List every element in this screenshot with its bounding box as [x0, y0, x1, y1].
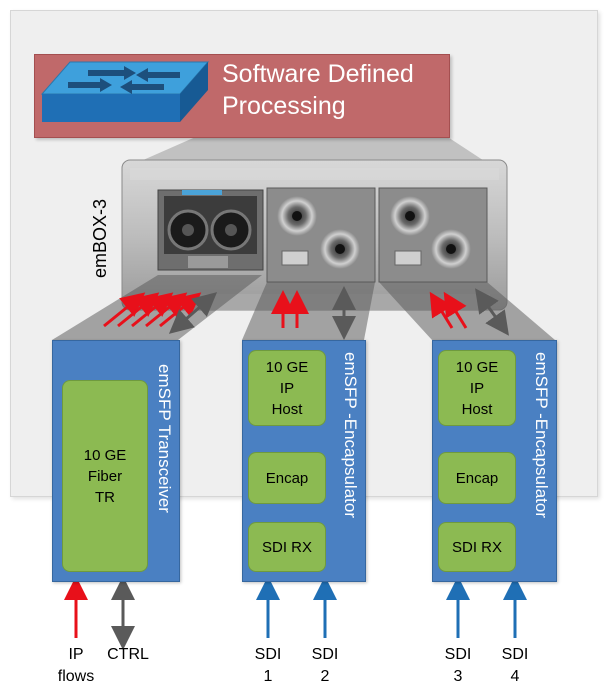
- fiber-tr-line-2: Fiber: [87, 467, 123, 485]
- sdi1-line-2: 1: [263, 668, 273, 685]
- sdi-rx-block-1: SDI RX: [248, 522, 326, 572]
- ip-host-1-line-2: IP: [279, 379, 295, 397]
- sdi3-line-2: 3: [453, 668, 463, 685]
- network-switch-icon: [40, 61, 210, 122]
- banner-title-line-1: Software Defined: [222, 60, 414, 88]
- sdi3-label: SDI 3: [438, 644, 478, 688]
- encap-block-2: Encap: [438, 452, 516, 504]
- ip-flows-line-1: IP: [68, 646, 84, 663]
- module-encapsulator-2-label: emSFP -Encapsulator: [532, 352, 551, 518]
- encap-block-1: Encap: [248, 452, 326, 504]
- ip-host-1-line-1: 10 GE: [265, 358, 309, 376]
- ctrl-arrow-3: [475, 288, 509, 336]
- ip-host-2-line-3: Host: [461, 400, 493, 418]
- ip-flows-line-2: flows: [57, 668, 95, 685]
- sdi-rx-block-2: SDI RX: [438, 522, 516, 572]
- banner-title-line-2: Processing: [222, 92, 346, 120]
- funnel-module-3: [379, 282, 555, 340]
- ip-host-2-line-2: IP: [469, 379, 485, 397]
- fiber-tr-line-1: 10 GE: [83, 446, 127, 464]
- module-transceiver-label: emSFP Transceiver: [155, 364, 174, 513]
- ctrl-label: CTRL: [107, 646, 149, 663]
- sdi4-line-2: 4: [510, 668, 520, 685]
- header-strip: [0, 0, 606, 10]
- sdi4-line-1: SDI: [501, 646, 529, 663]
- sdi4-label: SDI 4: [495, 644, 535, 688]
- ip-host-2-line-1: 10 GE: [455, 358, 499, 376]
- ctrl-diag-arrow: [168, 292, 218, 334]
- sdi2-line-2: 2: [320, 668, 330, 685]
- fiber-tr-block: 10 GE Fiber TR: [62, 380, 148, 572]
- sdi2-line-1: SDI: [311, 646, 339, 663]
- ip-host-block-2: 10 GE IP Host: [438, 350, 516, 426]
- funnel-top: [125, 128, 495, 168]
- sdi3-line-1: SDI: [444, 646, 472, 663]
- ip-host-1-line-3: Host: [271, 400, 303, 418]
- module-encapsulator-1-label: emSFP -Encapsulator: [341, 352, 360, 518]
- fiber-tr-line-3: TR: [95, 488, 115, 506]
- sdi-uplink-arrows-3: [429, 291, 468, 329]
- sdi1-line-1: SDI: [254, 646, 282, 663]
- ip-flows-label: IP flows: [46, 644, 106, 688]
- sdi1-label: SDI 1: [248, 644, 288, 688]
- sdi2-label: SDI 2: [305, 644, 345, 688]
- ip-host-block-1: 10 GE IP Host: [248, 350, 326, 426]
- sdi-uplink-arrows-2: [271, 290, 309, 328]
- software-defined-processing-title: Software Defined Processing: [222, 58, 452, 122]
- device-label: emBOX-3: [90, 198, 110, 278]
